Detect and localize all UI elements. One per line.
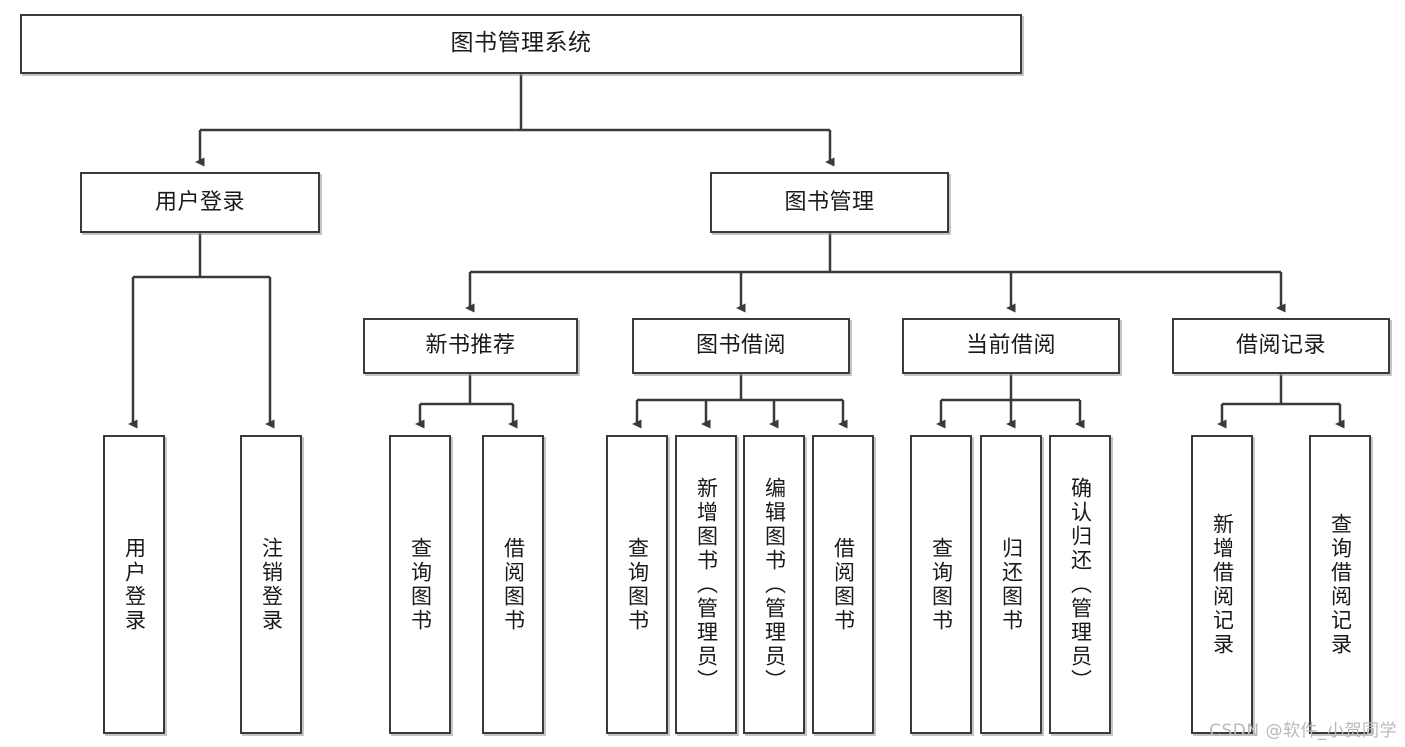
- node-label: 查询图书: [625, 536, 650, 633]
- node-label: 查询借阅记录: [1328, 512, 1353, 657]
- node-user-login[interactable]: 用户登录: [80, 172, 320, 233]
- leaf-current-return-book[interactable]: 归还图书: [980, 435, 1042, 734]
- csdn-watermark: CSDN @软件_小贺同学: [1209, 721, 1397, 741]
- node-label: 借阅图书: [831, 536, 856, 633]
- node-label: 图书借阅: [695, 333, 786, 359]
- node-label: 确认归还（管理员）: [1068, 476, 1093, 693]
- leaf-borrow-borrow-book[interactable]: 借阅图书: [812, 435, 874, 734]
- node-label: 新书推荐: [425, 333, 516, 359]
- node-current-borrow[interactable]: 当前借阅: [902, 318, 1120, 374]
- leaf-borrow-query-book[interactable]: 查询图书: [606, 435, 668, 734]
- node-book-management[interactable]: 图书管理: [710, 172, 949, 233]
- node-new-book-recommend[interactable]: 新书推荐: [363, 318, 578, 374]
- node-label: 用户登录: [122, 536, 147, 633]
- node-label: 归还图书: [999, 536, 1024, 633]
- leaf-current-confirm-return-admin[interactable]: 确认归还（管理员）: [1049, 435, 1111, 734]
- node-label: 查询图书: [929, 536, 954, 633]
- node-label: 借阅记录: [1235, 333, 1326, 359]
- node-label: 图书管理系统: [450, 30, 592, 57]
- leaf-borrow-edit-book-admin[interactable]: 编辑图书（管理员）: [743, 435, 805, 734]
- node-label: 查询图书: [408, 536, 433, 633]
- node-label: 新增借阅记录: [1210, 512, 1235, 657]
- node-borrow-record[interactable]: 借阅记录: [1172, 318, 1390, 374]
- node-label: 当前借阅: [965, 333, 1056, 359]
- leaf-recommend-borrow-book[interactable]: 借阅图书: [482, 435, 544, 734]
- node-label: 用户登录: [154, 189, 245, 215]
- leaf-record-query-record[interactable]: 查询借阅记录: [1309, 435, 1371, 734]
- node-book-borrow[interactable]: 图书借阅: [632, 318, 850, 374]
- leaf-current-query-book[interactable]: 查询图书: [910, 435, 972, 734]
- node-root-system[interactable]: 图书管理系统: [20, 14, 1022, 74]
- node-label: 图书管理: [784, 189, 875, 215]
- leaf-borrow-add-book-admin[interactable]: 新增图书（管理员）: [675, 435, 737, 734]
- node-label: 借阅图书: [501, 536, 526, 633]
- leaf-recommend-query-book[interactable]: 查询图书: [389, 435, 451, 734]
- node-label: 编辑图书（管理员）: [762, 476, 787, 693]
- node-label: 新增图书（管理员）: [694, 476, 719, 693]
- node-label: 注销登录: [259, 536, 284, 633]
- leaf-user-login[interactable]: 用户登录: [103, 435, 165, 734]
- leaf-user-logout[interactable]: 注销登录: [240, 435, 302, 734]
- leaf-record-add-record[interactable]: 新增借阅记录: [1191, 435, 1253, 734]
